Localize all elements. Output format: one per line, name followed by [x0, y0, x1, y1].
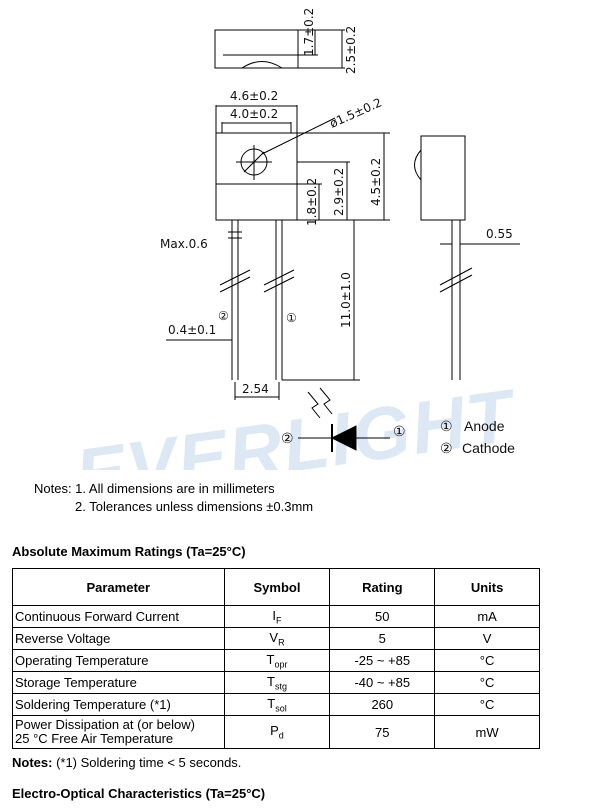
unit-cell: mW [434, 715, 540, 749]
unit-cell: V [434, 627, 540, 650]
table-row: Storage Temperature Tstg -40 ~ +85 °C [12, 671, 540, 694]
watermark-logo: EVERLIGHT [70, 373, 522, 470]
legend-anode-mark: ① [440, 418, 453, 434]
dim-inner-width: 4.0±0.2 [230, 107, 278, 121]
table-row: Reverse Voltage VR 5 V [12, 627, 540, 650]
symbol-cell: IF [223, 605, 331, 628]
rating-cell: 5 [329, 627, 436, 650]
unit-cell: mA [434, 605, 540, 628]
param-cell: Reverse Voltage [12, 627, 225, 650]
rating-cell: -40 ~ +85 [329, 671, 436, 694]
top-view [214, 29, 345, 69]
dim-lead-pitch: 2.54 [242, 382, 269, 396]
rating-cell: 75 [329, 715, 436, 749]
ratings-table: Parameter Symbol Rating Units Continuous… [12, 568, 540, 749]
table-row: Continuous Forward Current IF 50 mA [12, 605, 540, 628]
legend-cathode-mark: ② [440, 440, 453, 456]
table-row: Operating Temperature Topr -25 ~ +85 °C [12, 649, 540, 672]
symbol-cell: Tsol [223, 693, 331, 716]
rating-cell: 260 [329, 693, 436, 716]
ratings-title: Absolute Maximum Ratings (Ta=25°C) [12, 544, 246, 559]
dim-lens-diameter: ø1.5±0.2 [328, 95, 384, 130]
dim-lower-body-height: 1.8±0.2 [305, 178, 319, 226]
unit-cell: °C [434, 693, 540, 716]
schematic-cathode-mark: ② [281, 430, 294, 446]
header-parameter: Parameter [12, 568, 225, 606]
package-dimension-drawing: EVERLIGHT [70, 8, 522, 470]
dim-lead-thickness: 0.55 [486, 227, 513, 241]
schematic-anode-mark: ① [393, 423, 406, 439]
dim-top-body-height: 1.7±0.2 [302, 8, 316, 56]
ratings-note-label: Notes: [12, 755, 53, 770]
dimension-notes: Notes: 1. All dimensions are in millimet… [34, 480, 313, 516]
side-view [414, 135, 520, 380]
eoc-title: Electro-Optical Characteristics (Ta=25°C… [12, 786, 266, 801]
dim-lead-max: Max.0.6 [160, 237, 208, 251]
symbol-cell: VR [223, 627, 331, 650]
ratings-note: Notes: (*1) Soldering time < 5 seconds. [12, 755, 241, 770]
param-cell: Operating Temperature [12, 649, 225, 672]
legend-cathode-label: Cathode [462, 440, 515, 456]
legend-anode-label: Anode [464, 418, 505, 434]
header-units: Units [434, 568, 540, 606]
rating-cell: -25 ~ +85 [329, 649, 436, 672]
dim-body-height: 4.5±0.2 [369, 158, 383, 206]
dim-lead-length: 11.0±1.0 [339, 272, 353, 328]
symbol-cell: Tstg [223, 671, 331, 694]
unit-cell: °C [434, 649, 540, 672]
notes-line-2: 2. Tolerances unless dimensions ±0.3mm [75, 499, 314, 514]
table-row: Power Dissipation at (or below) 25 °C Fr… [12, 715, 540, 749]
dim-outer-width: 4.6±0.2 [230, 89, 278, 103]
param-cell: Storage Temperature [12, 671, 225, 694]
dim-lead-width: 0.4±0.1 [168, 323, 216, 337]
param-cell: Continuous Forward Current [12, 605, 225, 628]
param-cell: Soldering Temperature (*1) [12, 693, 225, 716]
rating-cell: 50 [329, 605, 436, 628]
table-row: Soldering Temperature (*1) Tsol 260 °C [12, 693, 540, 716]
dim-top-total-height: 2.5±0.2 [344, 26, 358, 74]
symbol-cell: Pd [223, 715, 331, 749]
front-view [166, 105, 390, 400]
ratings-header-row: Parameter Symbol Rating Units [12, 568, 540, 606]
diode-symbol [298, 387, 390, 452]
notes-line-1: Notes: 1. All dimensions are in millimet… [34, 481, 275, 496]
pin1-mark: ① [286, 311, 297, 325]
unit-cell: °C [434, 671, 540, 694]
header-symbol: Symbol [223, 568, 331, 606]
ratings-note-text: (*1) Soldering time < 5 seconds. [52, 755, 242, 770]
param-cell: Power Dissipation at (or below) 25 °C Fr… [12, 715, 225, 749]
pin2-mark: ② [218, 309, 229, 323]
header-rating: Rating [329, 568, 436, 606]
dim-lens-center-height: 2.9±0.2 [332, 168, 346, 216]
symbol-cell: Topr [223, 649, 331, 672]
